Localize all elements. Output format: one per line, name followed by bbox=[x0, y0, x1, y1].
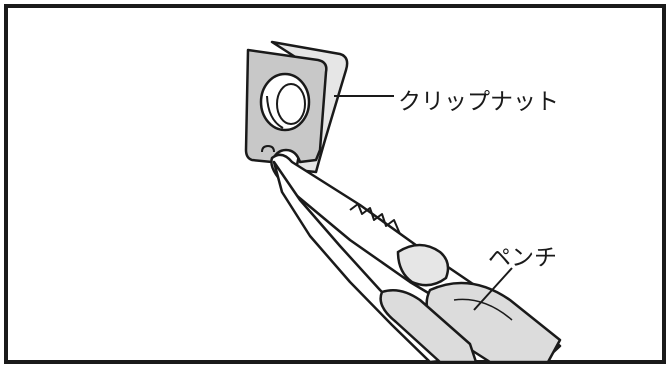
pliers-handle-lower bbox=[379, 289, 478, 364]
clip-nut-label: クリップナット bbox=[398, 89, 559, 115]
pliers-pivot bbox=[396, 243, 450, 287]
pliers-handle-highlight bbox=[453, 298, 513, 321]
clip-nut-hole-inner bbox=[276, 83, 306, 125]
clip-nut-notch bbox=[261, 144, 275, 153]
pliers-serrations bbox=[349, 203, 401, 235]
pliers-leader-line bbox=[473, 267, 513, 311]
pliers-label: ペンチ bbox=[488, 245, 557, 271]
clip-nut-hole-shade bbox=[266, 95, 284, 129]
